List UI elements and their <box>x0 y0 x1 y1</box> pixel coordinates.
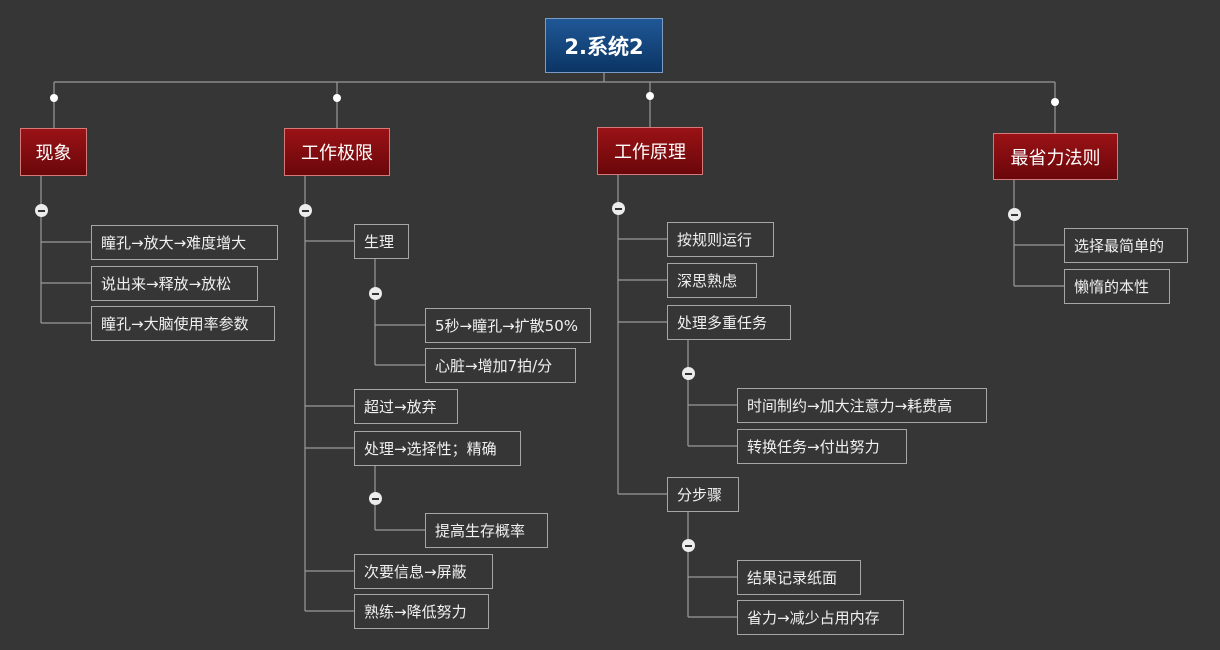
subtopic[interactable]: 生理 <box>354 224 409 259</box>
topic-work-limit[interactable]: 工作极限 <box>284 128 390 176</box>
subtopic[interactable]: 5秒→瞳孔→扩散50% <box>425 308 591 343</box>
collapse-toggle[interactable] <box>682 539 695 552</box>
subtopic[interactable]: 结果记录纸面 <box>737 560 861 595</box>
connector-dot <box>1051 98 1059 106</box>
subtopic[interactable]: 按规则运行 <box>667 222 774 257</box>
subtopic[interactable]: 超过→放弃 <box>354 389 458 424</box>
collapse-toggle[interactable] <box>369 492 382 505</box>
collapse-toggle[interactable] <box>299 204 312 217</box>
subtopic[interactable]: 处理→选择性；精确 <box>354 431 521 466</box>
subtopic[interactable]: 说出来→释放→放松 <box>91 266 258 301</box>
connector-dot <box>646 92 654 100</box>
subtopic[interactable]: 心脏→增加7拍/分 <box>425 348 576 383</box>
connector-dot <box>50 94 58 102</box>
subtopic[interactable]: 提高生存概率 <box>425 513 548 548</box>
subtopic[interactable]: 瞳孔→大脑使用率参数 <box>91 306 275 341</box>
topic-work-principle[interactable]: 工作原理 <box>597 127 703 175</box>
subtopic[interactable]: 选择最简单的 <box>1064 228 1188 263</box>
connector-dot <box>333 94 341 102</box>
subtopic[interactable]: 处理多重任务 <box>667 305 791 340</box>
collapse-toggle[interactable] <box>35 204 48 217</box>
root-topic[interactable]: 2.系统2 <box>545 18 663 73</box>
subtopic[interactable]: 懒惰的本性 <box>1064 269 1170 304</box>
subtopic[interactable]: 省力→减少占用内存 <box>737 600 904 635</box>
subtopic[interactable]: 转换任务→付出努力 <box>737 429 907 464</box>
collapse-toggle[interactable] <box>369 287 382 300</box>
subtopic[interactable]: 瞳孔→放大→难度增大 <box>91 225 278 260</box>
collapse-toggle[interactable] <box>682 367 695 380</box>
subtopic[interactable]: 时间制约→加大注意力→耗费高 <box>737 388 987 423</box>
subtopic[interactable]: 深思熟虑 <box>667 263 757 298</box>
collapse-toggle[interactable] <box>612 202 625 215</box>
subtopic[interactable]: 熟练→降低努力 <box>354 594 489 629</box>
topic-phenomenon[interactable]: 现象 <box>20 128 87 176</box>
subtopic[interactable]: 分步骤 <box>667 477 739 512</box>
subtopic[interactable]: 次要信息→屏蔽 <box>354 554 493 589</box>
collapse-toggle[interactable] <box>1008 208 1021 221</box>
topic-least-effort[interactable]: 最省力法则 <box>993 133 1118 180</box>
